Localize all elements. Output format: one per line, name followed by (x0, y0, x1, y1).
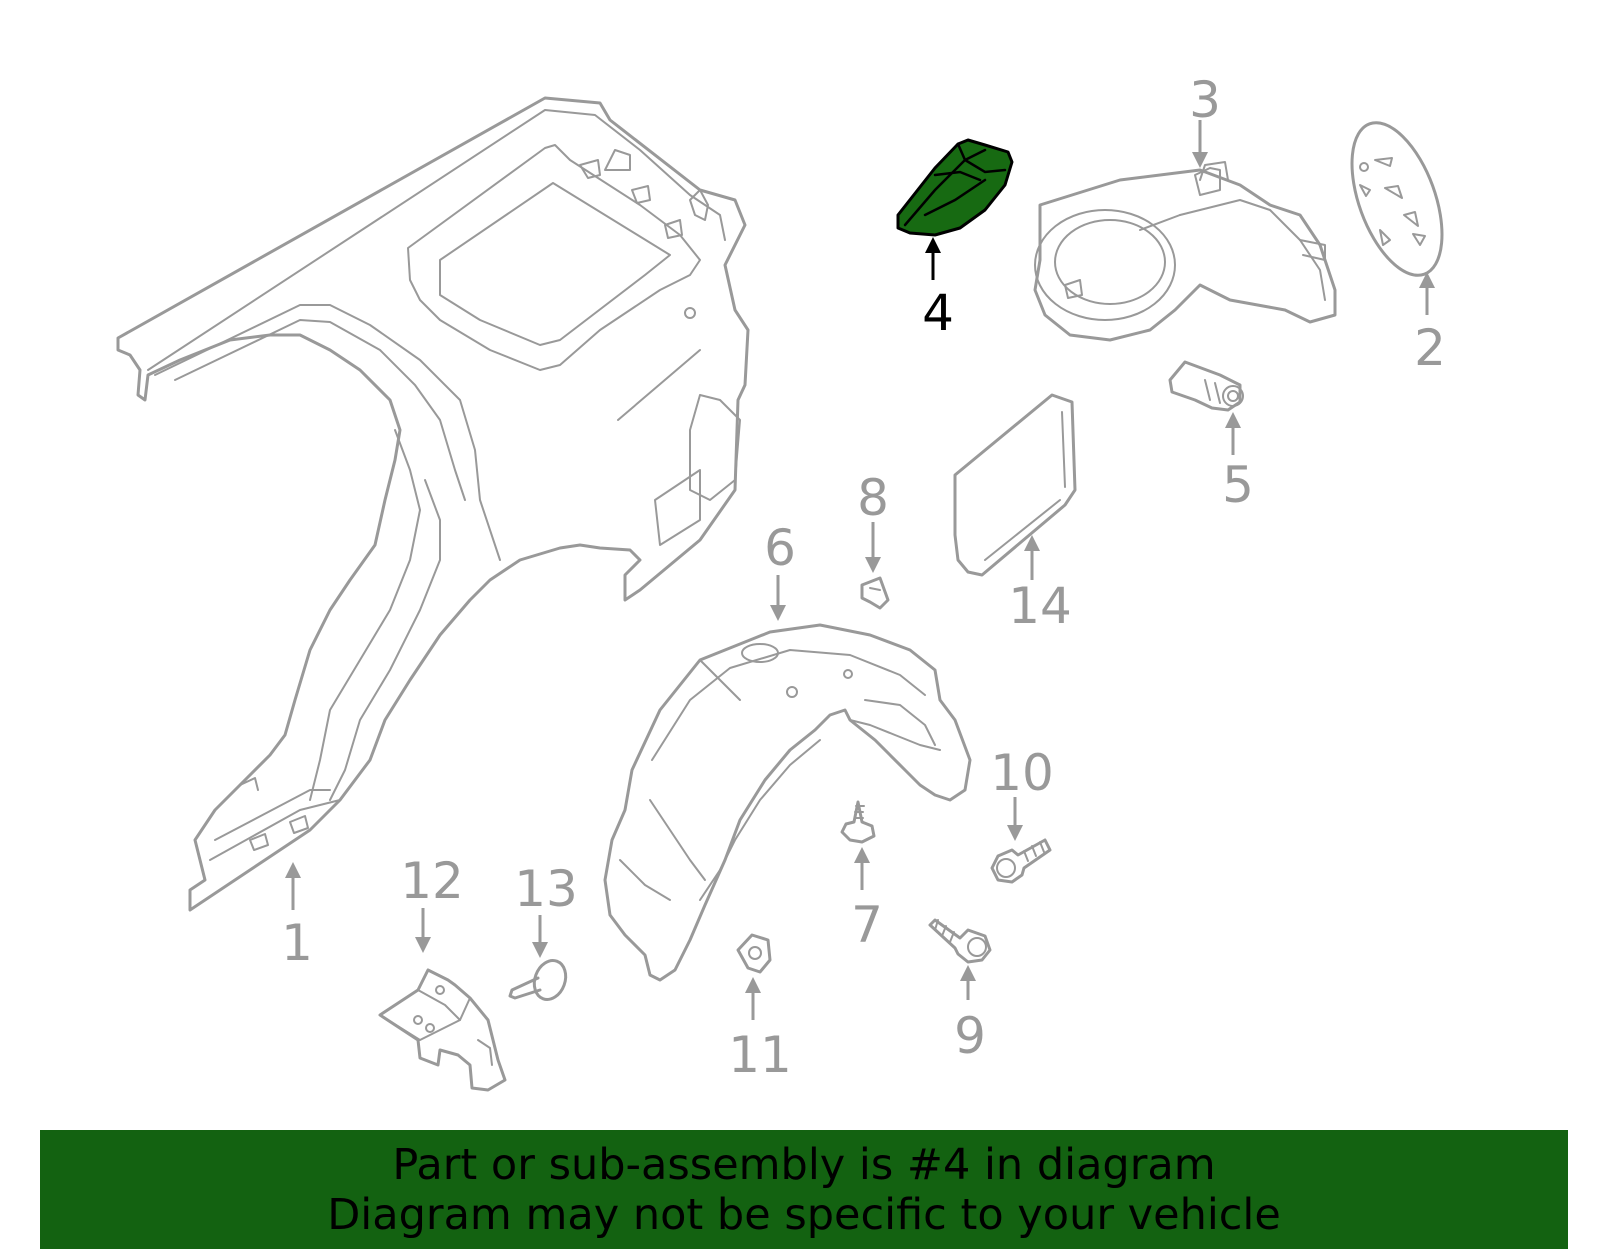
actuator-part (1168, 360, 1244, 412)
banner-line-disclaimer: Diagram may not be specific to your vehi… (327, 1189, 1281, 1240)
quarter-panel-part (116, 96, 750, 912)
callout-labels: 1 2 3 4 5 6 7 8 9 10 11 12 13 14 (281, 71, 1446, 1084)
callout-10: 10 (990, 744, 1054, 802)
banner-line-part-number: Part or sub-assembly is #4 in diagram (392, 1139, 1216, 1190)
callout-4: 4 (922, 284, 954, 342)
highlighted-part-4 (896, 138, 1014, 237)
callout-leaders (285, 120, 1435, 1020)
callout-9: 9 (954, 1007, 986, 1065)
callout-12: 12 (400, 852, 464, 910)
callout-6: 6 (764, 519, 796, 577)
callout-7: 7 (851, 896, 883, 954)
bolt-part (840, 800, 876, 844)
screw-part-9 (928, 918, 992, 964)
panel-part (953, 393, 1077, 577)
callout-13: 13 (514, 860, 578, 918)
clip-part-11 (736, 933, 772, 974)
screw-part-10 (990, 838, 1052, 884)
callout-11: 11 (728, 1026, 792, 1084)
wheel-liner-part (603, 623, 972, 982)
bracket-part (378, 968, 507, 1092)
callout-3: 3 (1189, 71, 1221, 129)
push-pin-part (508, 959, 568, 1001)
callout-14: 14 (1008, 577, 1072, 635)
callout-5: 5 (1222, 456, 1254, 514)
fuel-door-part (1350, 121, 1444, 277)
fuel-filler-housing-part (1033, 161, 1337, 342)
clip-part-8 (860, 576, 890, 610)
callout-2: 2 (1414, 319, 1446, 377)
callout-1: 1 (281, 914, 313, 972)
callout-8: 8 (857, 469, 889, 527)
info-banner: Part or sub-assembly is #4 in diagram Di… (40, 1130, 1568, 1249)
